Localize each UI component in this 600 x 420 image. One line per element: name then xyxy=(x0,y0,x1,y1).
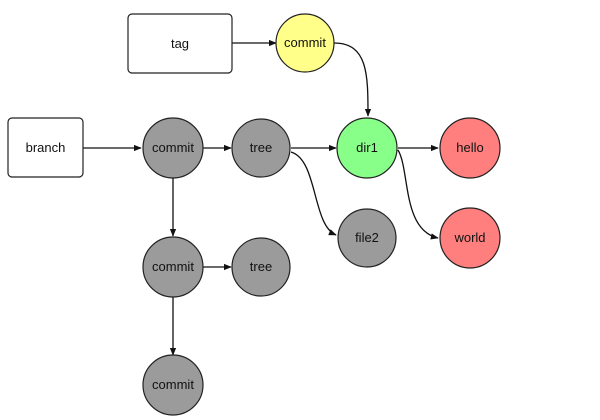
ref-box-branch: branch xyxy=(7,117,84,178)
node-hello: hello xyxy=(439,117,501,179)
node-commit-2: commit xyxy=(142,236,204,298)
edge-tag-commit-to-dir1 xyxy=(333,42,372,117)
node-tree-1: tree xyxy=(231,118,291,178)
edge-dir1-to-world xyxy=(397,149,439,240)
node-label: hello xyxy=(456,140,483,155)
edge-tree-1-to-file2 xyxy=(290,151,337,236)
ref-box-label: branch xyxy=(26,140,66,155)
ref-box-label: tag xyxy=(171,36,189,51)
edges xyxy=(83,39,439,356)
node-label: commit xyxy=(284,35,326,50)
node-file2: file2 xyxy=(337,208,397,268)
node-commit-1: commit xyxy=(142,117,204,179)
node-tag-commit: commit xyxy=(275,13,335,73)
node-label: dir1 xyxy=(356,140,378,155)
node-label: file2 xyxy=(355,230,379,245)
node-world: world xyxy=(439,207,501,269)
node-label: commit xyxy=(152,140,194,155)
node-label: world xyxy=(453,230,485,245)
node-dir1: dir1 xyxy=(336,117,398,179)
node-label: commit xyxy=(152,259,194,274)
node-label: tree xyxy=(250,140,272,155)
node-commit-3: commit xyxy=(142,354,204,416)
node-tree-2: tree xyxy=(231,237,291,297)
node-label: commit xyxy=(152,377,194,392)
ref-box-tag: tag xyxy=(127,13,233,74)
node-label: tree xyxy=(250,259,272,274)
